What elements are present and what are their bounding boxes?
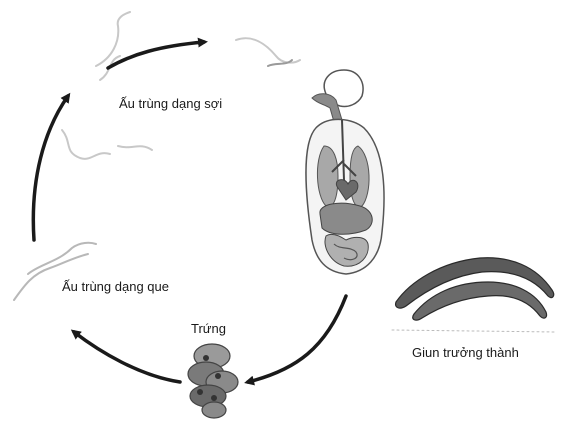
arrow-rhabditiform-to-filariform bbox=[33, 96, 68, 240]
rhabditiform-larva-label: Ấu trùng dạng que bbox=[62, 279, 169, 294]
filariform-larva-icon bbox=[62, 12, 300, 159]
human-torso-organs-icon bbox=[306, 70, 384, 274]
arrow-filariform-to-host bbox=[108, 42, 204, 68]
egg-cluster-icon bbox=[188, 344, 238, 418]
filariform-larva-label: Ấu trùng dạng sợi bbox=[119, 96, 222, 111]
adult-worm-label: Giun trưởng thành bbox=[412, 345, 519, 360]
egg-label: Trứng bbox=[191, 321, 226, 336]
adult-worm-icon bbox=[392, 258, 556, 332]
cycle-arrows bbox=[33, 42, 346, 382]
arrow-host-to-egg bbox=[248, 296, 346, 382]
arrow-egg-to-rhabditiform bbox=[74, 332, 180, 382]
